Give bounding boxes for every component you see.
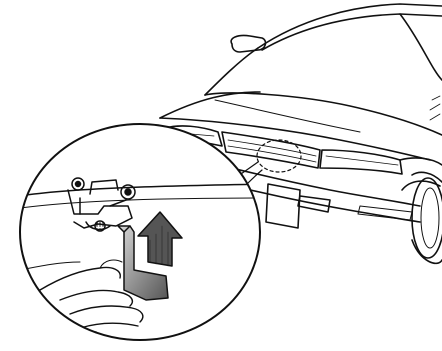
magnified-detail-circle <box>20 124 270 340</box>
